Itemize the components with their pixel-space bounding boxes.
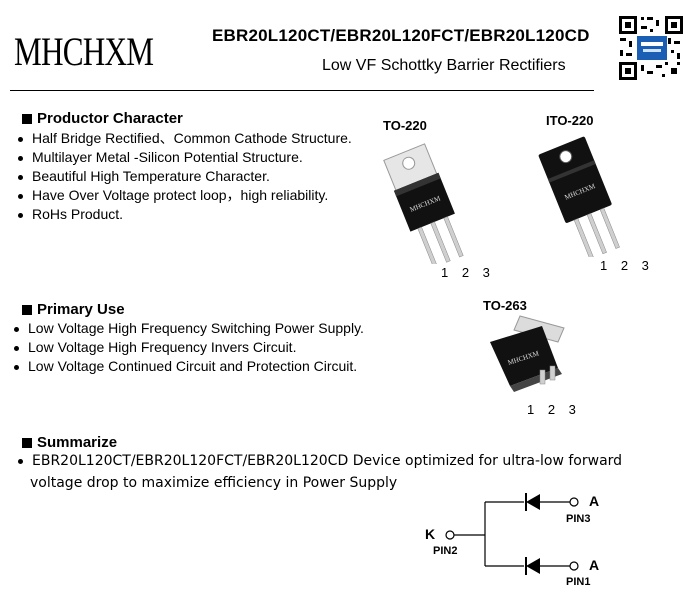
anode-top-label: A: [589, 493, 600, 509]
productor-character-heading: Productor Character: [22, 110, 183, 127]
section-square-icon: [22, 437, 32, 448]
ito220-pin-numbers: 1 2 3: [600, 258, 654, 273]
header-divider: [10, 90, 594, 91]
list-item: Multilayer Metal -Silicon Potential Stru…: [16, 148, 352, 167]
cathode-label: K: [425, 526, 436, 542]
to263-pin-numbers: 1 2 3: [527, 402, 581, 417]
list-item: Half Bridge Rectified、Common Cathode Str…: [16, 129, 352, 148]
summarize-body: EBR20L120CT/EBR20L120FCT/EBR20L120CD Dev…: [16, 450, 622, 494]
anode-bottom-pin-label: PIN1: [566, 576, 591, 588]
anode-bottom-label: A: [589, 557, 600, 573]
subtitle: Low VF Schottky Barrier Rectifiers: [322, 57, 566, 74]
diode-icon: [525, 493, 540, 511]
section-heading-text: Summarize: [37, 434, 118, 451]
anode-top-pin-label: PIN3: [566, 513, 591, 525]
to220-pin-numbers: 1 2 3: [441, 265, 495, 280]
list-item: Low Voltage High Frequency Switching Pow…: [12, 319, 364, 338]
to220-package-image: MHCHXM: [383, 143, 464, 264]
list-item: RoHs Product.: [16, 205, 352, 224]
ito220-package-image: MHCHXM: [538, 136, 620, 257]
to263-label: TO-263: [483, 298, 527, 313]
primary-use-heading: Primary Use: [22, 301, 125, 318]
cathode-pin-label: PIN2: [433, 545, 458, 557]
company-logo: MHCHXM: [14, 29, 154, 74]
summarize-line-1: EBR20L120CT/EBR20L120FCT/EBR20L120CD Dev…: [16, 450, 622, 472]
section-square-icon: [22, 113, 32, 124]
bullet-icon: [18, 459, 23, 464]
list-item: Low Voltage Continued Circuit and Protec…: [12, 357, 364, 376]
productor-character-list: Half Bridge Rectified、Common Cathode Str…: [16, 129, 352, 224]
section-square-icon: [22, 304, 32, 315]
to220-label: TO-220: [383, 118, 427, 133]
summarize-heading: Summarize: [22, 434, 117, 451]
ito220-label: ITO-220: [546, 113, 594, 128]
qr-code-icon: [617, 14, 685, 82]
summarize-line-2: voltage drop to maximize efficiency in P…: [30, 475, 398, 491]
summarize-text-1: EBR20L120CT/EBR20L120FCT/EBR20L120CD Dev…: [32, 453, 623, 469]
list-item: Low Voltage High Frequency Invers Circui…: [12, 338, 364, 357]
diode-icon: [525, 557, 540, 575]
part-numbers-title: EBR20L120CT/EBR20L120FCT/EBR20L120CD: [212, 26, 590, 45]
to263-package-image: MHCHXM: [490, 315, 565, 392]
section-heading-text: Primary Use: [37, 301, 125, 318]
list-item: Have Over Voltage protect loop，high reli…: [16, 186, 352, 205]
primary-use-list: Low Voltage High Frequency Switching Pow…: [12, 319, 364, 376]
section-heading-text: Productor Character: [37, 110, 183, 127]
schematic-diagram: [445, 493, 579, 575]
list-item: Beautiful High Temperature Character.: [16, 167, 352, 186]
